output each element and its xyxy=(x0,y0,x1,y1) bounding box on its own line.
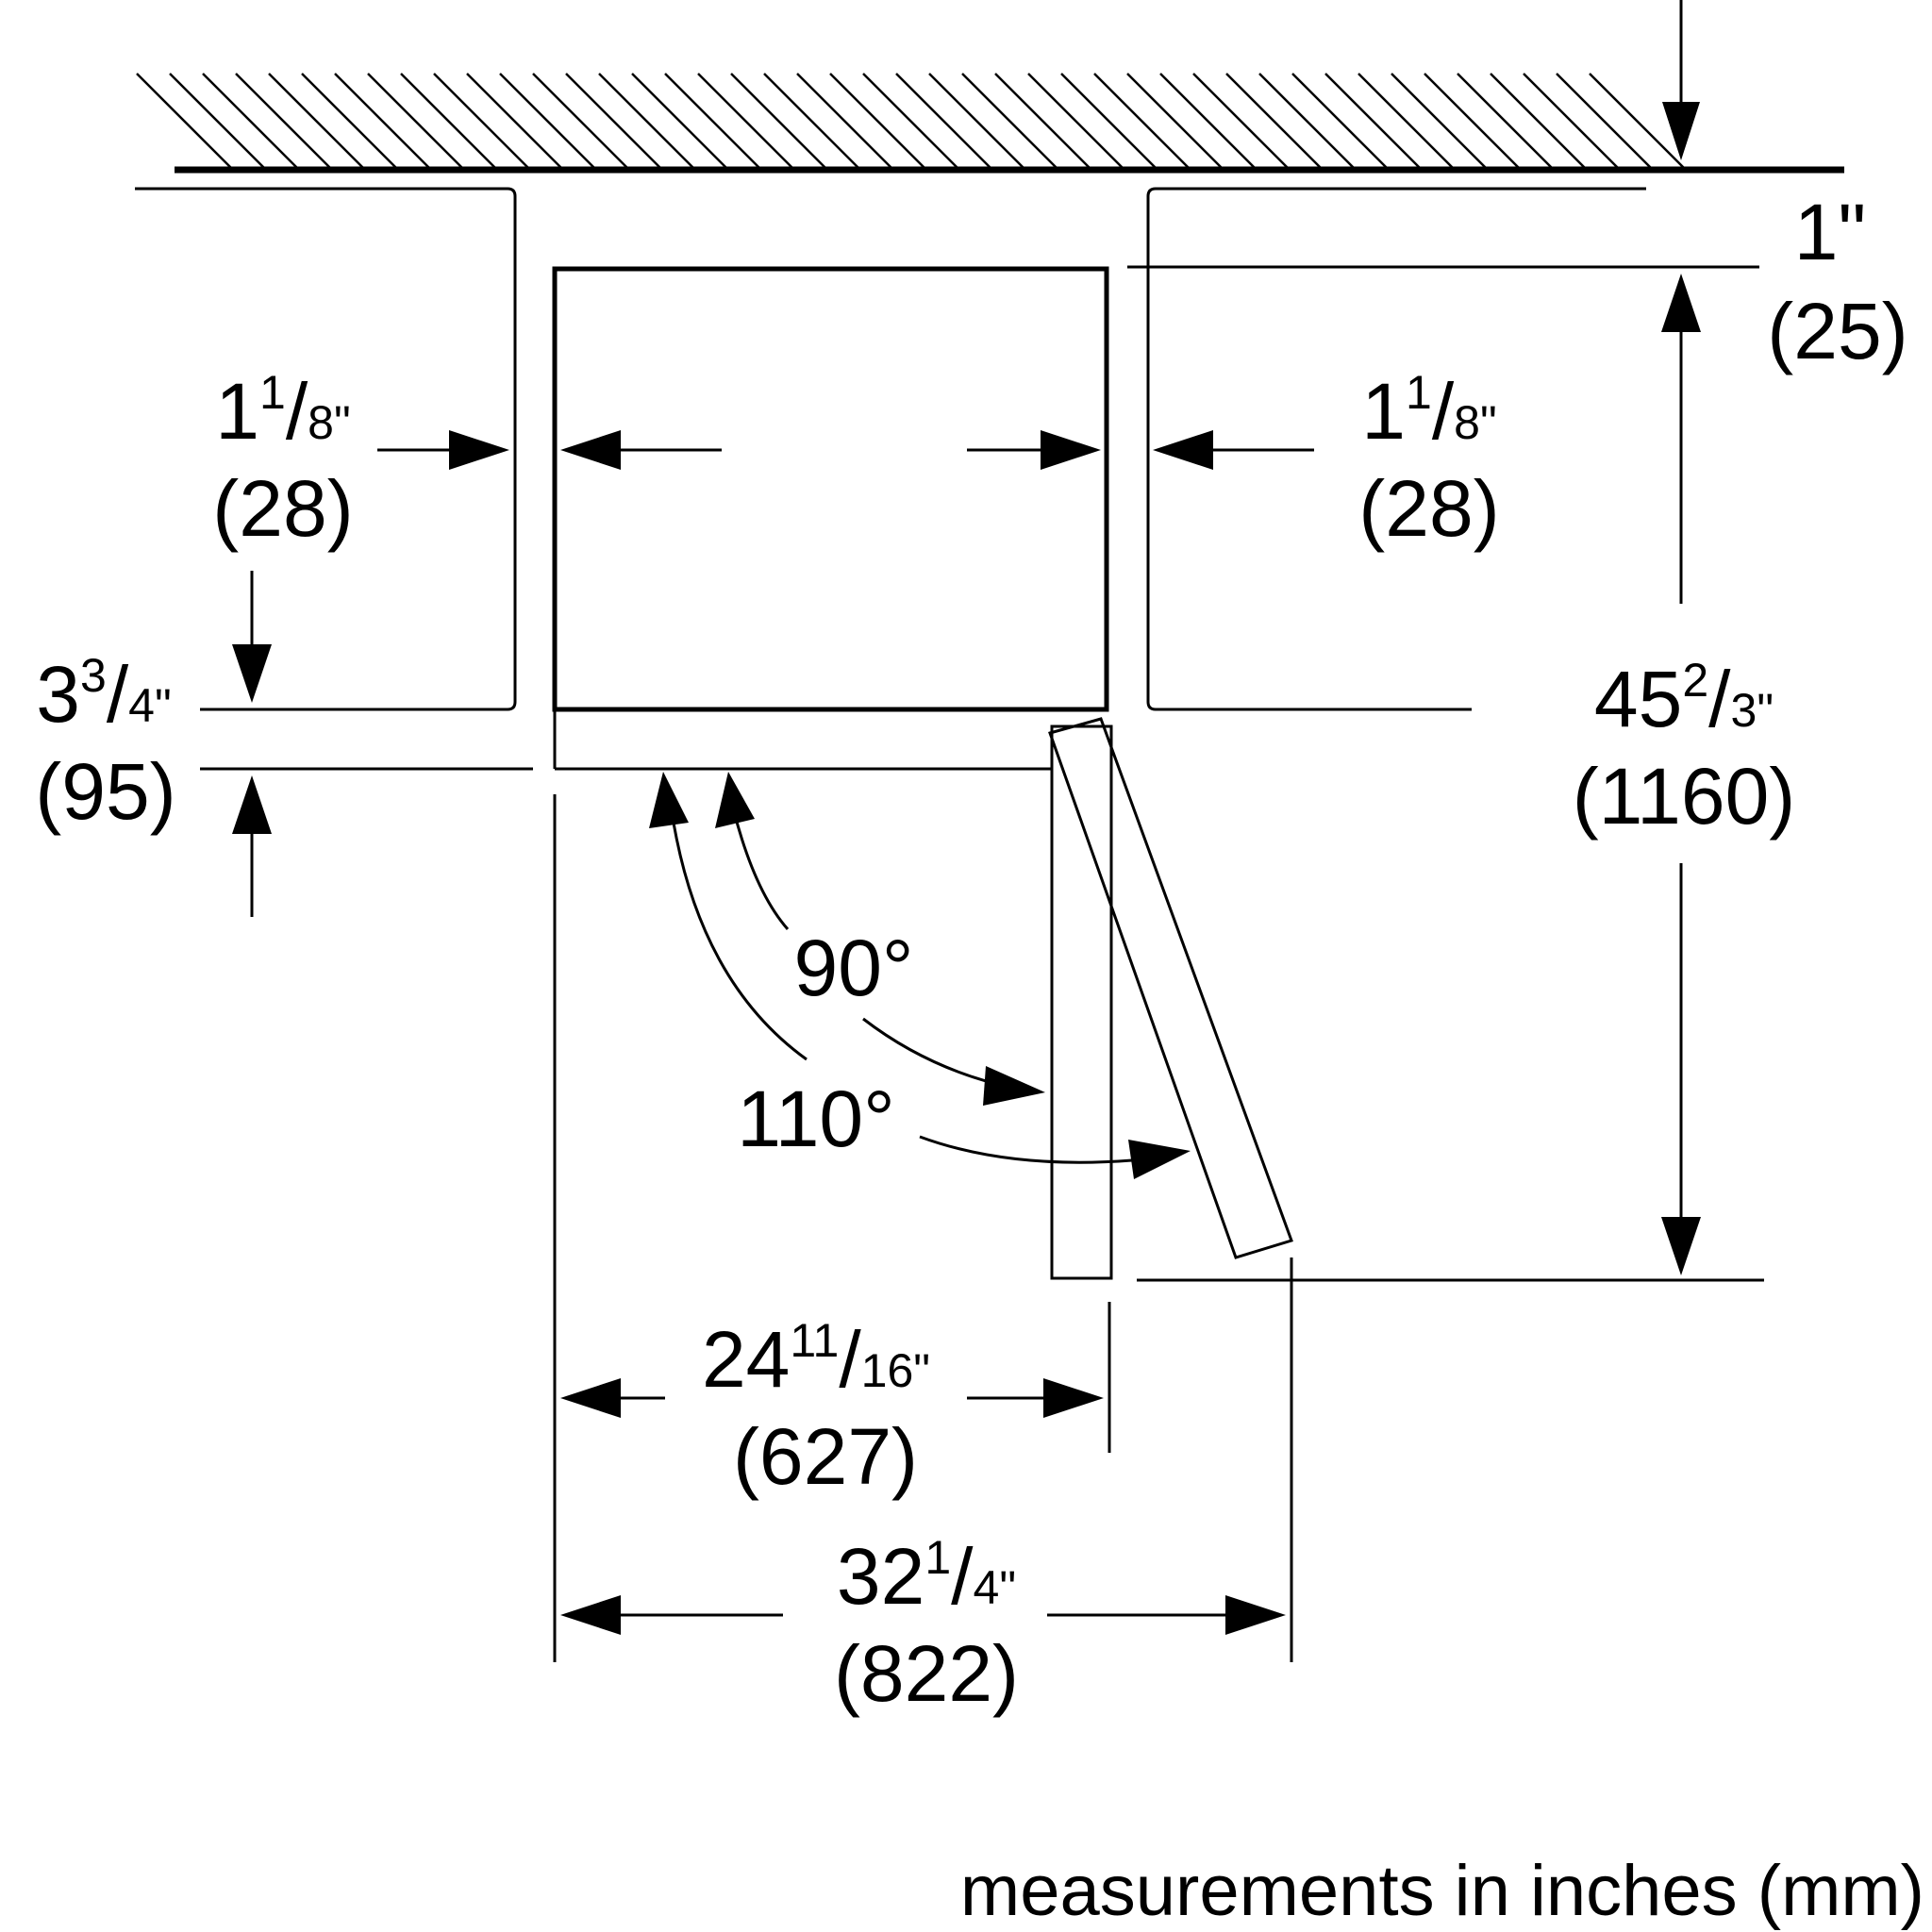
width110-left-head xyxy=(560,1595,621,1635)
hatch-line xyxy=(1192,73,1289,169)
hatch-line xyxy=(1457,73,1553,169)
arc-90-lower xyxy=(862,1017,1001,1087)
hatch-line xyxy=(235,73,331,169)
left-gap-arrow-head xyxy=(449,430,509,470)
hatch-line xyxy=(1060,73,1157,169)
angle-110-label: 110° xyxy=(737,1074,895,1163)
width90-right-head xyxy=(1043,1378,1104,1418)
hatch-line xyxy=(334,73,430,169)
hatch-line xyxy=(1424,73,1520,169)
right-cabinet xyxy=(1146,187,1646,711)
hatch-line xyxy=(1589,73,1685,169)
hatch-line xyxy=(928,73,1024,169)
depth-arrow-down-head xyxy=(232,644,272,703)
caption: measurements in inches (mm) xyxy=(960,1851,1924,1931)
left-gap-mm: (28) xyxy=(212,464,353,553)
height-mm: (1160) xyxy=(1573,752,1796,841)
hatch-line xyxy=(268,73,364,169)
wall-hatching xyxy=(136,73,1685,169)
hatch-line xyxy=(961,73,1058,169)
hatch-line xyxy=(994,73,1091,169)
hatch-line xyxy=(1490,73,1586,169)
hatch-line xyxy=(1391,73,1487,169)
hatch-line xyxy=(400,73,496,169)
door-open-90 xyxy=(1050,724,1113,1280)
arc-90-lower-head xyxy=(983,1066,1045,1106)
hatch-line xyxy=(1159,73,1256,169)
hatch-line xyxy=(895,73,991,169)
right-gap-mm: (28) xyxy=(1358,464,1499,553)
width110-mm: (822) xyxy=(834,1629,1019,1718)
hatch-line xyxy=(1357,73,1454,169)
top-gap-mm: (25) xyxy=(1767,287,1907,375)
width110-right-head xyxy=(1225,1595,1286,1635)
hatch-line xyxy=(598,73,694,169)
left-gap-inches: 11/8" xyxy=(215,366,350,456)
height-arrow-down-head xyxy=(1661,1217,1701,1275)
arc-90 xyxy=(732,810,790,930)
hatch-line xyxy=(367,73,463,169)
hatch-line xyxy=(730,73,826,169)
hatch-line xyxy=(532,73,628,169)
hatch-line xyxy=(631,73,727,169)
depth-gap-inches: 33/4" xyxy=(36,649,171,739)
hatch-line xyxy=(499,73,595,169)
hatch-line xyxy=(565,73,661,169)
hatch-line xyxy=(301,73,397,169)
height-inches: 452/3" xyxy=(1594,654,1774,743)
hatch-line xyxy=(1523,73,1619,169)
inner-right-arrow-head xyxy=(1041,430,1101,470)
depth-arrow-up-head xyxy=(232,775,272,834)
width90-mm: (627) xyxy=(733,1412,918,1501)
top-arrow-head xyxy=(1662,102,1700,160)
door-open-110 xyxy=(1048,717,1293,1259)
width90-left-head xyxy=(560,1378,621,1418)
top-gap-inches: 1" xyxy=(1794,188,1867,276)
depth-gap-mm: (95) xyxy=(35,747,175,836)
hatch-line xyxy=(1126,73,1223,169)
hatch-line xyxy=(664,73,760,169)
angle-90-label: 90° xyxy=(793,924,913,1012)
height-arrow-up-head xyxy=(1661,274,1701,332)
hatch-line xyxy=(796,73,892,169)
left-cabinet xyxy=(135,187,517,711)
hatch-line xyxy=(1324,73,1421,169)
appliance-body xyxy=(552,266,1109,712)
arc-90-head xyxy=(715,772,755,828)
hatch-line xyxy=(1093,73,1190,169)
hatch-line xyxy=(1291,73,1388,169)
hatch-line xyxy=(829,73,925,169)
hatch-line xyxy=(202,73,298,169)
hatch-line xyxy=(1225,73,1322,169)
right-gap-arrow-head xyxy=(1153,430,1213,470)
hatch-line xyxy=(1556,73,1652,169)
hatch-line xyxy=(763,73,859,169)
arc-110-lower xyxy=(919,1135,1133,1164)
hatch-line xyxy=(862,73,958,169)
width90-inches: 2411/16" xyxy=(702,1314,930,1404)
hatch-line xyxy=(697,73,793,169)
right-gap-inches: 11/8" xyxy=(1361,366,1496,456)
arc-110-head xyxy=(649,772,689,828)
hatch-line xyxy=(1258,73,1355,169)
hatch-line xyxy=(466,73,562,169)
arc-110-lower-head xyxy=(1128,1140,1191,1179)
hatch-line xyxy=(1027,73,1124,169)
hatch-line xyxy=(433,73,529,169)
arc-110 xyxy=(670,810,808,1061)
hatch-line xyxy=(136,73,232,169)
hatch-line xyxy=(169,73,265,169)
inner-left-arrow-head xyxy=(560,430,621,470)
width110-inches: 321/4" xyxy=(837,1531,1016,1621)
